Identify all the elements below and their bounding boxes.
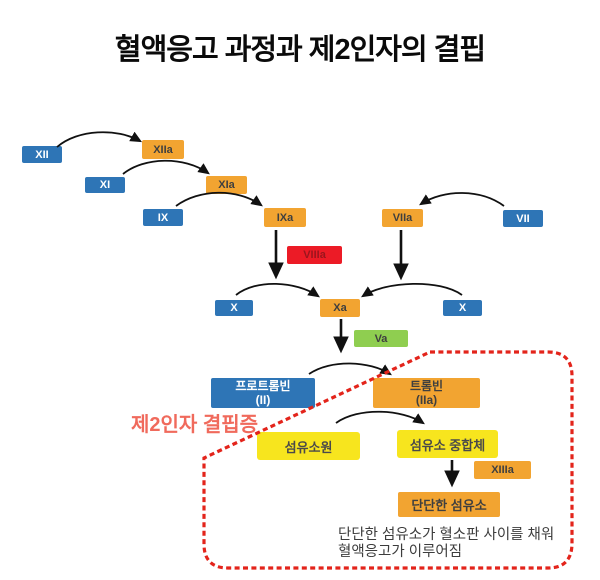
caption-text: 단단한 섬유소가 혈소판 사이를 채워 혈액응고가 이루어짐: [338, 527, 554, 561]
node-factor-xiia: XIIa: [142, 140, 184, 159]
node-factor-xi: XI: [85, 177, 125, 193]
node-factor-xa: Xa: [320, 299, 360, 317]
node-factor-viia: VIIa: [382, 209, 423, 227]
arrow-xi-to-xia: [122, 159, 210, 175]
thrombin-label-line1: 트롬빈: [409, 378, 444, 393]
factor2-deficiency-label: 제2인자 결핍증: [131, 414, 259, 436]
node-factor-va: Va: [354, 330, 408, 347]
node-factor-x-left: X: [215, 300, 253, 316]
arrow-xii-to-xiia: [56, 131, 143, 148]
node-factor-xia: XIa: [206, 176, 247, 194]
node-factor-x-right: X: [443, 300, 482, 316]
node-fibrin-polymer: 섬유소 중합체: [397, 430, 498, 458]
node-thrombin: 트롬빈 (IIa): [373, 378, 480, 408]
arrow-fibrinogen-to-polymer: [335, 410, 425, 425]
thrombin-label-line2: (IIa): [415, 393, 438, 407]
arrow-vii-to-viia: [419, 192, 505, 207]
arrow-xright-to-xa: [361, 282, 463, 298]
caption-line-2: 혈액응고가 이루어짐: [338, 543, 463, 560]
node-factor-xiiia: XIIIa: [474, 461, 531, 479]
page-title: 혈액응고 과정과 제2인자의 결핍: [114, 34, 486, 66]
arrow-xleft-to-xa: [235, 282, 320, 298]
prothrombin-label-line1: 프로트롬빈: [235, 378, 291, 393]
node-factor-ix: IX: [143, 209, 183, 226]
arrow-ix-to-ixa: [175, 191, 263, 207]
node-factor-vii: VII: [503, 210, 543, 227]
node-factor-ixa: IXa: [264, 208, 306, 227]
node-fibrinogen: 섬유소원: [257, 432, 360, 460]
node-factor-xii: XII: [22, 146, 62, 163]
arrow-prothrombin-to-thrombin: [308, 362, 392, 376]
caption-line-1: 단단한 섬유소가 혈소판 사이를 채워: [338, 527, 555, 543]
prothrombin-label-line2: (II): [255, 393, 271, 407]
node-factor-viiia: VIIIa: [287, 246, 342, 264]
node-prothrombin: 프로트롬빈 (II): [211, 378, 315, 408]
node-stable-fibrin: 단단한 섬유소: [398, 492, 500, 517]
